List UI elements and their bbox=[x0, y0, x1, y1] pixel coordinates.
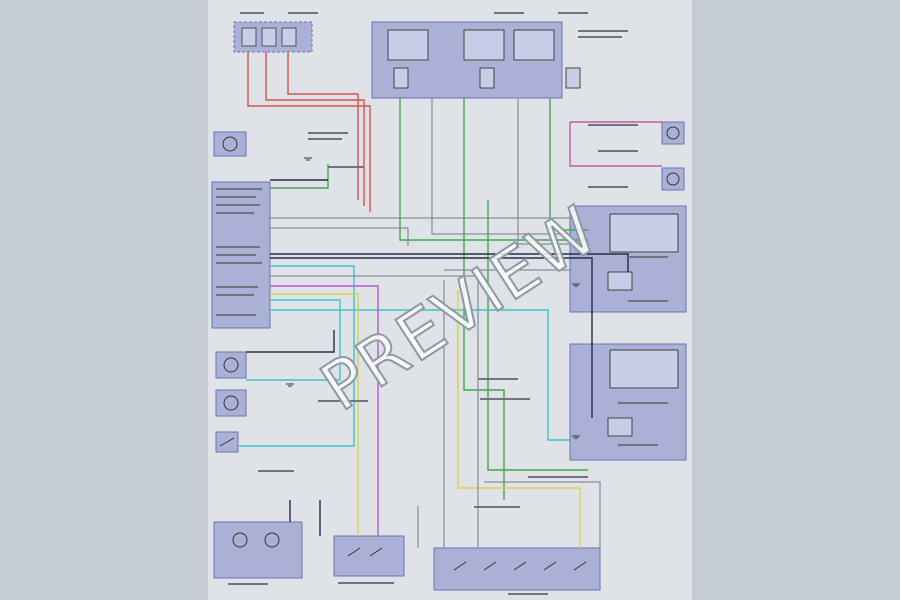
wires-cyan bbox=[238, 265, 570, 447]
wiring-diagram bbox=[211, 12, 687, 595]
wires-purple bbox=[270, 285, 379, 536]
front-fog-lamps bbox=[661, 121, 685, 191]
underhood-fuse-relay-box bbox=[371, 21, 581, 99]
wires-magenta bbox=[569, 121, 662, 167]
wires-gray bbox=[270, 98, 601, 548]
hazard-switch bbox=[215, 431, 239, 453]
instrument-cluster bbox=[213, 521, 303, 579]
turn-signal-switch bbox=[333, 535, 405, 577]
ground-symbols bbox=[286, 157, 580, 439]
left-rear-turn-lamp bbox=[215, 389, 247, 417]
light-sensor bbox=[213, 131, 247, 157]
wires-red bbox=[247, 52, 371, 212]
headlight-switch bbox=[433, 547, 601, 591]
instrument-fuse-block bbox=[233, 21, 313, 53]
wires-green bbox=[270, 98, 588, 500]
wiring-diagram-sheet bbox=[208, 0, 692, 600]
wires-yellow bbox=[270, 290, 581, 548]
wires-dark bbox=[246, 179, 629, 536]
illegible-annotations bbox=[216, 12, 668, 595]
left-front-turn-lamp bbox=[215, 351, 247, 379]
